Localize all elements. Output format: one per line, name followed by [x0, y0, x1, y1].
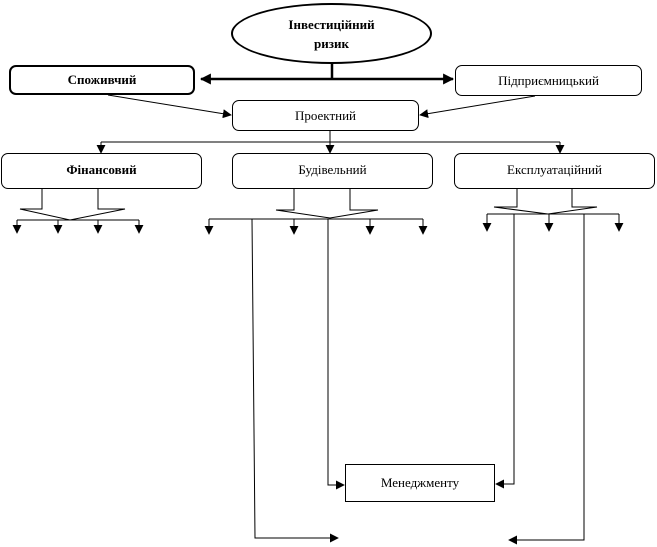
node-consumer: Споживчий [9, 65, 195, 95]
construction-to-management-connector [327, 219, 345, 490]
financial-block-arrow [19, 189, 126, 221]
node-construction: Будівельний [232, 153, 433, 189]
node-management-label: Менеджменту [380, 475, 460, 490]
operational-to-management-connector [495, 214, 515, 489]
construction-to-bottom-connector [251, 218, 339, 543]
node-financial: Фінансовий [1, 153, 202, 189]
arrow-entrepreneurial-to-project [419, 95, 536, 119]
arrow-consumer-to-project [107, 94, 232, 119]
root-node-investment-risk: Інвестиційний ризик [231, 3, 432, 64]
operational-block-arrow [493, 189, 598, 215]
operational-to-bottom-connector [508, 214, 585, 545]
node-entrepreneurial-label: Підприємницький [498, 72, 599, 88]
node-project-label: Проектний [294, 107, 356, 123]
node-operational: Експлуатаційний [454, 153, 655, 189]
node-construction-label: Будівельний [298, 162, 367, 177]
node-entrepreneurial: Підприємницький [455, 65, 642, 96]
construction-block-arrow [275, 189, 379, 219]
node-consumer-label: Споживчий [67, 72, 137, 87]
node-project: Проектний [232, 100, 419, 131]
node-operational-label: Експлуатаційний [507, 162, 602, 177]
root-node-label: Інвестиційний ризик [288, 16, 375, 51]
node-management: Менеджменту [345, 464, 495, 502]
node-financial-label: Фінансовий [66, 162, 137, 177]
